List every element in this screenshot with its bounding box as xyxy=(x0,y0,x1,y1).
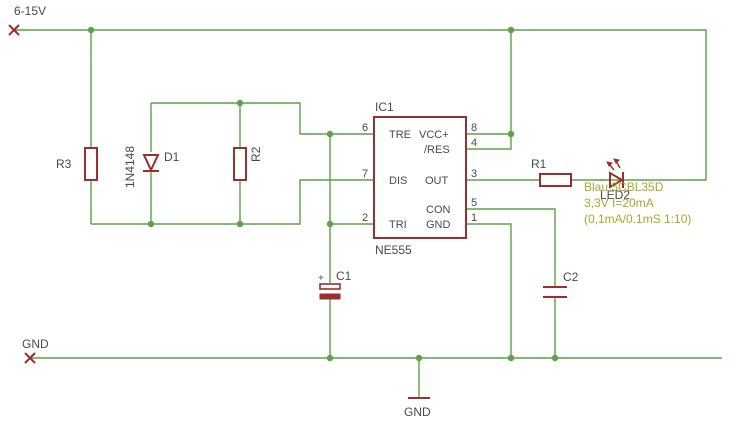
d1-part-label: 1N4148 xyxy=(123,146,137,188)
junction-dot xyxy=(551,354,559,362)
led-arrowhead-icon xyxy=(606,158,621,167)
junction-dot xyxy=(507,130,515,138)
discharge-wire xyxy=(91,179,374,225)
ic-body xyxy=(373,116,467,239)
r2-label: R2 xyxy=(249,146,263,162)
ic-ground-wire xyxy=(466,223,512,358)
pin-label: /RES xyxy=(424,144,450,156)
junction-dot xyxy=(507,26,515,34)
junctions xyxy=(87,26,559,362)
supply-rail xyxy=(14,29,707,181)
pin-label: CON xyxy=(426,204,451,216)
ground-terminal: GND xyxy=(22,337,49,364)
capacitor-c1: + C1 xyxy=(318,269,352,300)
resistor-icon xyxy=(539,173,572,187)
ground-symbol: GND xyxy=(404,397,431,419)
junction-dot xyxy=(507,354,515,362)
d1-r2-top-wire xyxy=(151,102,374,135)
capacitor-plate-negative xyxy=(319,293,341,300)
pin-label: VCC+ xyxy=(419,129,449,141)
pin-number: 5 xyxy=(471,197,477,209)
led-led2: LED2 xyxy=(600,158,630,202)
junction-dot xyxy=(87,26,95,34)
pin-number: 1 xyxy=(471,212,477,224)
reset-wire xyxy=(466,134,512,150)
pin-number: 8 xyxy=(471,122,477,134)
ground-symbol-label: GND xyxy=(404,405,431,419)
led-note: Blau 5CBL35D 3,3V I=20mA (0,1mA/0.1mS 1:… xyxy=(584,180,691,226)
pin-number: 7 xyxy=(362,168,368,180)
control-wire xyxy=(466,208,556,358)
pin-label: TRE xyxy=(389,129,411,141)
pin-number: 6 xyxy=(362,122,368,134)
ic-name-label: IC1 xyxy=(375,100,394,114)
supply-terminal: 6-15V xyxy=(8,4,46,36)
ic-part-label: NE555 xyxy=(375,243,412,257)
led-label: LED2 xyxy=(600,188,630,202)
pin-number: 3 xyxy=(471,168,477,180)
junction-dot xyxy=(326,130,334,138)
d1-label: D1 xyxy=(164,150,180,164)
vcc-wire xyxy=(466,30,512,135)
pin-number: 4 xyxy=(471,137,477,149)
junction-dot xyxy=(147,220,155,228)
junction-dot xyxy=(236,220,244,228)
junction-dot xyxy=(326,354,334,362)
capacitor-plate-positive xyxy=(319,283,341,290)
c1-label: C1 xyxy=(336,269,352,283)
junction-dot xyxy=(236,99,244,107)
terminal-x-icon xyxy=(24,352,36,364)
led-note-line2: 3,3V I=20mA xyxy=(584,196,654,210)
ground-rail-label: GND xyxy=(22,337,49,351)
pin-label: GND xyxy=(426,219,451,231)
pin-label: DIS xyxy=(389,175,407,187)
pin-number: 2 xyxy=(362,212,368,224)
pin-label: TRI xyxy=(389,219,407,231)
led-note-line3: (0,1mA/0.1mS 1:10) xyxy=(584,212,691,226)
c1-polarity-label: + xyxy=(318,273,324,284)
resistor-r1: R1 xyxy=(531,157,572,187)
resistor-r3: R3 xyxy=(56,147,98,181)
resistor-icon xyxy=(84,147,98,181)
pin-label: OUT xyxy=(425,175,449,187)
supply-label: 6-15V xyxy=(14,4,46,18)
capacitor-c2: C2 xyxy=(543,270,579,298)
led-note-line1: Blau 5CBL35D xyxy=(584,180,664,194)
r3-label: R3 xyxy=(56,157,72,171)
diode-icon xyxy=(142,154,160,173)
capacitor-icon xyxy=(543,286,567,298)
ic-ne555: IC1 NE555 6 TRE 7 DIS 2 TRI 8 VCC+ 4 /RE… xyxy=(362,100,477,257)
resistor-r2: R2 xyxy=(233,146,263,181)
r1-label: R1 xyxy=(531,157,547,171)
led-icon xyxy=(609,171,624,189)
diode-d1: D1 1N4148 xyxy=(123,146,180,188)
resistor-icon xyxy=(233,147,247,181)
terminal-x-icon xyxy=(8,24,20,36)
junction-dot xyxy=(326,220,334,228)
junction-dot xyxy=(415,354,423,362)
c2-label: C2 xyxy=(563,270,579,284)
